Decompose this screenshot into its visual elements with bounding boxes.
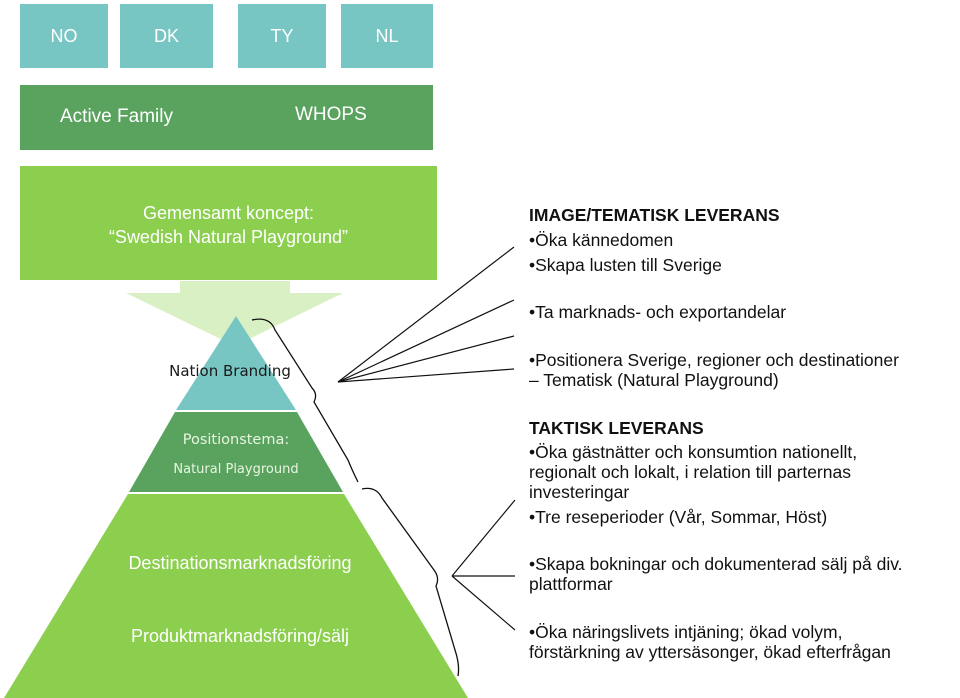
image-bullet-1: •Öka kännedomen	[529, 230, 674, 250]
tactical-connector-lines	[451, 499, 516, 631]
market-box-nl: NL	[341, 4, 433, 68]
market-box-dk: DK	[120, 4, 213, 68]
program-band: Active Family WHOPS	[20, 85, 433, 150]
concept-name: “Swedish Natural Playground”	[108, 227, 349, 247]
market-box-no: NO	[20, 4, 108, 68]
concept-box: Gemensamt koncept: “Swedish Natural Play…	[20, 166, 437, 280]
pyramid-middle-tier	[129, 412, 343, 492]
image-bullet-2: •Skapa lusten till Sverige	[529, 255, 722, 275]
market-label-no: NO	[50, 25, 78, 46]
tactical-bullet-3-line-1: •Skapa bokningar och dokumenterad sälj p…	[529, 554, 903, 574]
nation-branding-label: Nation Branding	[169, 362, 291, 380]
funnel-arrow	[126, 281, 343, 346]
positionstema-label: Positionstema:	[182, 432, 290, 448]
image-bullet-4-line-2: – Tematisk (Natural Playground)	[529, 370, 779, 390]
tactical-bullet-4-line-1: •Öka näringslivets intjäning; ökad volym…	[529, 622, 843, 642]
destination-marketing-label: Destinationsmarknadsföring	[128, 553, 352, 573]
tactical-heading: TAKTISK LEVERANS	[529, 418, 704, 438]
whops-label: WHOPS	[295, 104, 367, 125]
tactical-bullet-1-line-3: investeringar	[529, 482, 630, 502]
image-heading: IMAGE/TEMATISK LEVERANS	[529, 205, 780, 225]
pyramid-top-tier	[176, 316, 296, 410]
image-bullet-4-line-1: •Positionera Sverige, regioner och desti…	[529, 350, 899, 370]
active-family-label: Active Family	[60, 106, 173, 127]
market-label-dk: DK	[153, 25, 179, 46]
product-marketing-label: Produktmarknadsföring/sälj	[130, 626, 350, 646]
image-bullet-3: •Ta marknads- och exportandelar	[529, 302, 787, 322]
concept-title: Gemensamt koncept:	[142, 203, 315, 223]
tactical-bullet-1-line-2: regionalt och lokalt, i relation till pa…	[529, 462, 851, 482]
market-label-ty: TY	[270, 25, 294, 46]
market-label-nl: NL	[375, 25, 399, 46]
market-box-ty: TY	[238, 4, 326, 68]
tactical-bullet-3-line-2: plattformar	[529, 574, 613, 594]
image-connector-lines	[337, 246, 515, 383]
bracket-upper	[251, 318, 359, 483]
tactical-bullet-1-line-1: •Öka gästnätter och konsumtion nationell…	[529, 442, 858, 462]
tactical-bullet-4-line-2: förstärkning av yttersäsonger, ökad efte…	[529, 642, 891, 662]
pyramid-bottom-tier	[4, 494, 468, 698]
natural-playground-label: Natural Playground	[173, 462, 299, 477]
bracket-lower	[361, 487, 460, 677]
tactical-bullet-2: •Tre reseperioder (Vår, Sommar, Höst)	[529, 507, 828, 527]
